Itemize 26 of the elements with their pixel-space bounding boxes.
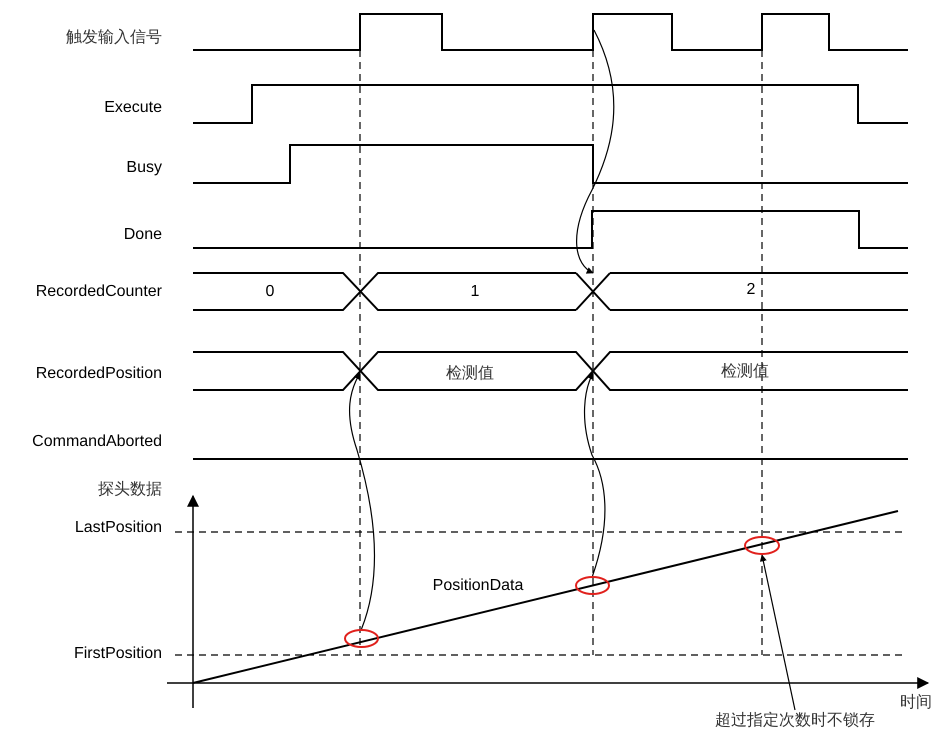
highlight-ellipse bbox=[344, 629, 379, 648]
curved-arrow bbox=[760, 554, 796, 710]
curved-arrow bbox=[576, 30, 614, 274]
signal-name: 触发输入信号 bbox=[66, 28, 162, 48]
axis-label: 时间 bbox=[900, 693, 932, 713]
bus-value: 0 bbox=[266, 282, 274, 302]
signal-name: Execute bbox=[104, 98, 162, 118]
highlight-ellipse bbox=[575, 576, 610, 595]
bus-value: 检测值 bbox=[721, 362, 769, 382]
highlight-ellipse bbox=[744, 536, 780, 555]
axis-tick-label: FirstPosition bbox=[74, 644, 162, 664]
axis-tick-label: LastPosition bbox=[74, 518, 162, 538]
signal-name: RecordedCounter bbox=[36, 282, 162, 302]
axis-label: 探头数据 bbox=[98, 480, 162, 500]
curved-arrow bbox=[348, 372, 375, 630]
signal-name: CommandAborted bbox=[32, 432, 162, 452]
bus-crossing bbox=[576, 273, 610, 310]
signal-name: Busy bbox=[126, 158, 162, 178]
bus-value: 1 bbox=[470, 282, 480, 302]
signal-name: Done bbox=[124, 225, 162, 245]
curved-arrow bbox=[584, 372, 606, 576]
line-label: PositionData bbox=[432, 576, 524, 596]
note-text: 超过指定次数时不锁存 bbox=[700, 710, 890, 731]
bus-value: 2 bbox=[746, 280, 756, 300]
bus-value: 检测值 bbox=[446, 364, 494, 384]
signal-name: RecordedPosition bbox=[36, 364, 162, 384]
